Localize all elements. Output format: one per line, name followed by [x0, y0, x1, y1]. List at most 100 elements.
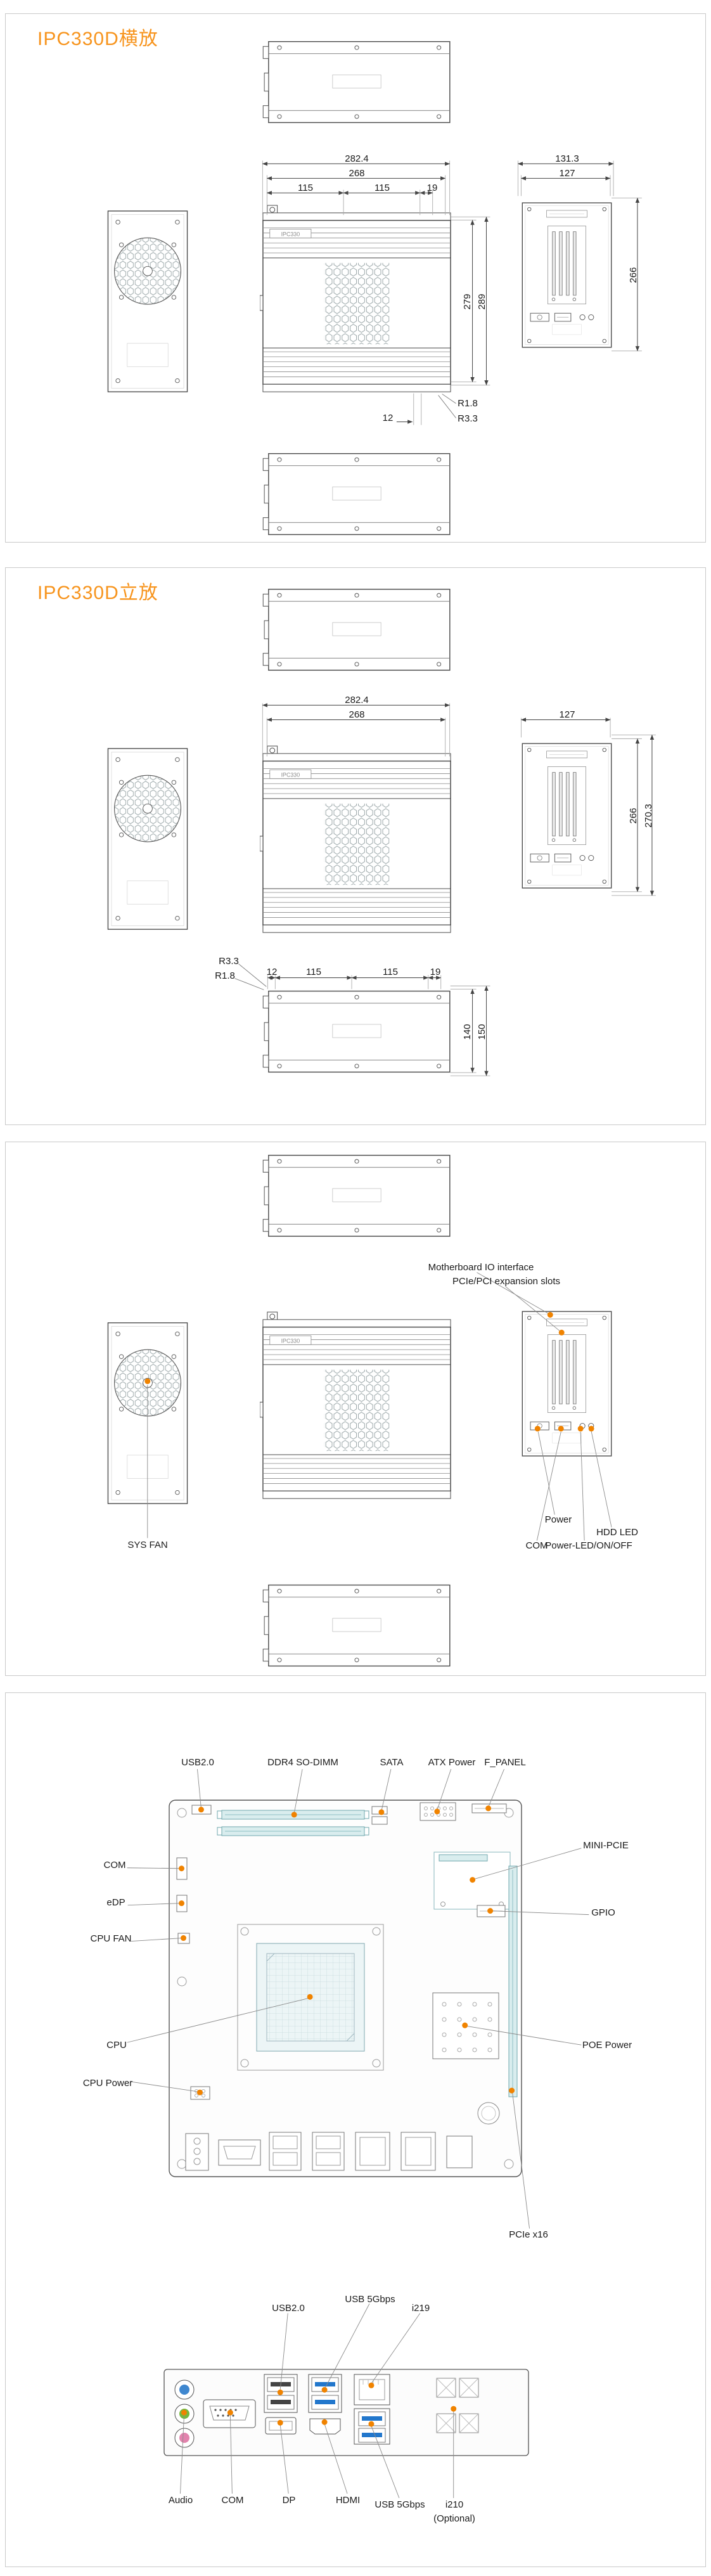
panel-motherboard: USB2.0 DDR4 SO-DIMM SATA ATX Power F_PAN… [5, 1692, 706, 2567]
panel2-title: IPC330D立放 [37, 583, 158, 603]
bottom-view-drawing [260, 1580, 454, 1671]
label-cpu-fan: CPU FAN [90, 1933, 132, 1944]
front-view-drawing [260, 1306, 454, 1510]
dim-radius-inner: R1.8 [458, 397, 478, 409]
label-expansion-slots: PCIe/PCI expansion slots [452, 1275, 561, 1287]
label-io-i219: i219 [411, 2302, 430, 2314]
label-io-com: COM [221, 2494, 244, 2506]
label-com-header: COM [103, 1859, 126, 1871]
label-cpu: CPU [106, 2039, 127, 2051]
dim-hole-edge: 19 [430, 966, 441, 977]
dim-hole-span-left: 115 [298, 182, 313, 193]
gpio-header [477, 1905, 506, 1917]
dim-hole-span-right: 115 [383, 966, 398, 977]
label-cpu-power: CPU Power [82, 2077, 133, 2089]
label-io-hdmi: HDMI [335, 2494, 361, 2506]
label-io-i210: i210 [445, 2499, 464, 2510]
atx-power-connector [420, 1802, 456, 1821]
panel-ipc330d-vertical: IPC330D立放 [5, 567, 706, 1125]
dim-radius-outer: R3.3 [219, 955, 239, 967]
label-mini-pcie: MINI-PCIE [583, 1839, 629, 1851]
bottom-view-drawing [260, 449, 454, 539]
fan-side-view-drawing [104, 1315, 191, 1512]
label-edp: eDP [106, 1897, 125, 1908]
dim-foot-offset: 12 [382, 412, 394, 423]
front-view-drawing [260, 200, 454, 404]
label-poe-power: POE Power [582, 2039, 632, 2051]
dim-rear-height-outer: 270.3 [643, 804, 654, 828]
label-hdd-led: HDD LED [596, 1526, 638, 1538]
label-sys-fan: SYS FAN [127, 1539, 168, 1550]
label-gpio: GPIO [591, 1907, 615, 1918]
dim-base-height-inner: 140 [461, 1024, 473, 1040]
f-panel-header [471, 1803, 507, 1813]
cpu-power-connector [190, 2086, 210, 2100]
dim-base-height-outer: 150 [476, 1024, 487, 1040]
dim-radius-outer: R3.3 [458, 413, 478, 424]
com-header [176, 1857, 188, 1880]
dim-width-outer: 282.4 [345, 694, 369, 705]
dim-rear-height: 266 [627, 267, 639, 283]
pcie-x16-slot [508, 1865, 518, 2097]
label-usb2: USB2.0 [181, 1756, 214, 1768]
label-pcie-x16: PCIe x16 [509, 2229, 548, 2240]
edp-connector [176, 1895, 188, 1912]
top-view-drawing [260, 37, 454, 127]
top-view-drawing [260, 584, 454, 675]
front-view-drawing [260, 740, 454, 944]
label-io-dp: DP [282, 2494, 296, 2506]
label-io-usb2: USB2.0 [272, 2302, 305, 2314]
dim-rear-width-inner: 127 [559, 167, 575, 179]
cpu-socket [237, 1924, 384, 2071]
com-port [203, 2399, 256, 2428]
label-sata: SATA [380, 1756, 404, 1768]
mini-pcie-slot [433, 1852, 511, 1910]
panel-ipc330d-callouts: Motherboard IO interface PCIe/PCI expans… [5, 1142, 706, 1676]
dim-rear-width-outer: 131.3 [555, 153, 579, 164]
label-power-led: Power-LED/ON/OFF [545, 1540, 632, 1551]
rear-view-drawing [518, 1303, 616, 1464]
label-power: Power [544, 1514, 572, 1525]
dim-width-inner: 268 [349, 709, 365, 720]
dim-foot-offset: 12 [266, 966, 278, 977]
label-com: COM [525, 1540, 548, 1551]
fan-side-view-drawing [104, 740, 191, 937]
base-view-drawing [260, 986, 454, 1077]
cmos-battery [477, 2102, 500, 2125]
label-ddr4-sodimm: DDR4 SO-DIMM [267, 1756, 338, 1768]
label-motherboard-io: Motherboard IO interface [428, 1261, 534, 1273]
cpu-fan-header [177, 1933, 190, 1944]
dim-rear-width: 127 [559, 709, 575, 720]
fan-side-view-drawing [104, 203, 191, 400]
rear-io-panel-drawing [163, 2369, 529, 2456]
label-f-panel: F_PANEL [484, 1756, 526, 1768]
dim-width-inner: 268 [349, 167, 365, 179]
dim-width-outer: 282.4 [345, 153, 369, 164]
onboard-io-row [185, 2132, 473, 2171]
label-io-usb5g-top: USB 5Gbps [345, 2293, 395, 2305]
panel1-title: IPC330D横放 [37, 29, 158, 49]
dim-hole-edge: 19 [426, 182, 438, 193]
rear-view-drawing [518, 195, 616, 356]
dim-height-inner: 279 [461, 293, 473, 310]
dim-hole-span-right: 115 [375, 182, 390, 193]
usb2-dp-stack [264, 2374, 298, 2435]
lan-usb5g-stack [354, 2374, 390, 2445]
audio-jacks [174, 2380, 195, 2448]
motherboard-drawing [169, 1800, 522, 2177]
usb5g-hdmi-stack [308, 2374, 342, 2435]
usb2-header [191, 1805, 212, 1815]
rear-view-drawing [518, 735, 616, 896]
label-io-usb5g-bottom: USB 5Gbps [375, 2499, 425, 2510]
label-io-i210-optional: (Optional) [433, 2513, 475, 2524]
top-view-drawing [260, 1150, 454, 1241]
dim-radius-inner: R1.8 [215, 970, 235, 981]
panel-ipc330d-horizontal: IPC330D横放 [5, 13, 706, 543]
dim-hole-span-left: 115 [306, 966, 321, 977]
dim-rear-height-inner: 266 [627, 808, 639, 824]
poe-power-connector [432, 1992, 499, 2059]
label-io-audio: Audio [168, 2494, 193, 2506]
dim-height-outer: 289 [476, 293, 487, 310]
optional-lan-ports [436, 2378, 479, 2433]
